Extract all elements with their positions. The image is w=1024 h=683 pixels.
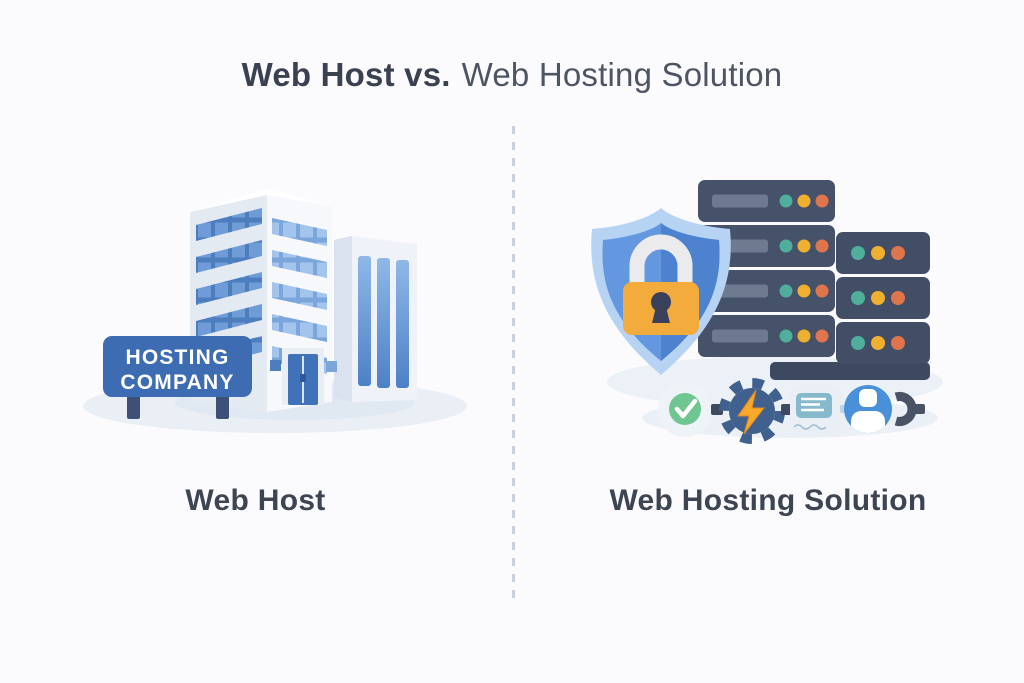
server-rack-front — [698, 180, 835, 357]
sign-post — [216, 390, 229, 419]
server-unit — [698, 270, 835, 312]
shield-lock-icon — [591, 208, 731, 375]
page-title: Web Host vs. Web Hosting Solution — [0, 54, 1024, 96]
sign-post — [127, 390, 140, 419]
window-band — [196, 304, 262, 337]
wrench-handle — [912, 404, 925, 414]
window-band — [196, 272, 262, 305]
hosting-company-sign: HOSTING COMPANY — [103, 336, 252, 419]
server-unit — [836, 232, 930, 274]
sign-line-1: HOSTING — [125, 346, 229, 369]
secondary-building — [334, 236, 417, 402]
window-band — [272, 250, 327, 278]
check-icon — [658, 383, 712, 437]
server-rack-back — [836, 232, 930, 364]
window-band — [196, 208, 262, 241]
server-base — [770, 362, 930, 380]
window-band — [272, 314, 327, 342]
web-host-illustration: HOSTING COMPANY — [83, 189, 467, 433]
support-person-wrench-icon — [844, 385, 925, 433]
server-unit — [698, 315, 835, 357]
sign-line-2: COMPANY — [120, 371, 234, 394]
right-caption: Web Hosting Solution — [609, 484, 927, 517]
server-unit — [836, 277, 930, 319]
feature-icons-row — [658, 378, 925, 444]
gear-lightning-icon — [719, 378, 785, 444]
server-unit — [698, 180, 835, 222]
small-window — [326, 361, 337, 372]
web-hosting-solution-illustration — [591, 180, 943, 444]
entrance-door — [282, 348, 324, 405]
window-band — [272, 218, 327, 246]
dashed-divider — [512, 126, 515, 598]
sign-board — [103, 336, 252, 397]
keyhole-stem — [652, 307, 670, 323]
title-bold-part: Web Host vs. — [241, 56, 451, 93]
small-window — [270, 360, 281, 371]
server-unit — [836, 322, 930, 364]
window-band — [272, 282, 327, 310]
window-band — [196, 240, 262, 273]
left-caption: Web Host — [185, 484, 326, 517]
lock-shackle — [629, 234, 693, 283]
title-light-part: Web Hosting Solution — [461, 56, 783, 93]
connector — [781, 404, 792, 415]
console-message-icon — [790, 384, 842, 436]
